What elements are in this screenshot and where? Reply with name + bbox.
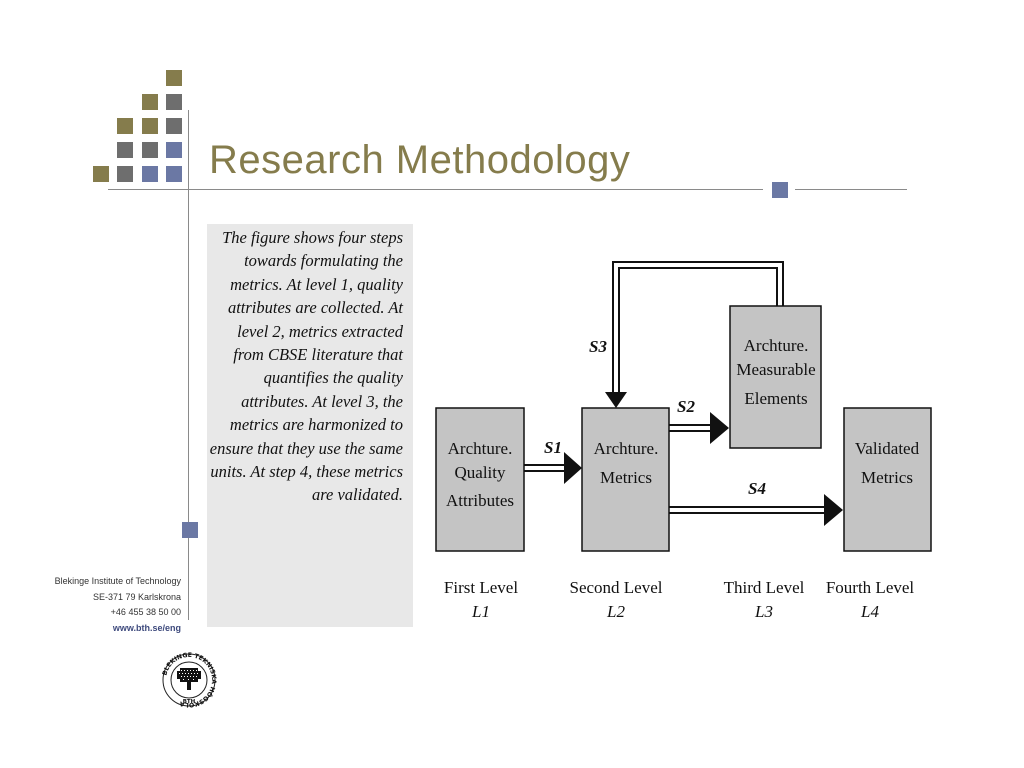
s4-arrowhead — [824, 494, 843, 526]
deco-square — [166, 94, 182, 110]
deco-square — [142, 166, 158, 182]
footer-institution: Blekinge Institute of Technology — [54, 576, 181, 586]
measurable-box-label-line1: Archture. — [744, 336, 809, 355]
deco-square — [142, 118, 158, 134]
deco-square — [142, 94, 158, 110]
deco-square — [117, 142, 133, 158]
title-underline — [108, 189, 763, 190]
deco-square — [117, 118, 133, 134]
level-4-name: Fourth Level — [826, 578, 915, 597]
deco-square — [166, 70, 182, 86]
level-2-code: L2 — [606, 602, 625, 621]
quality-box-label-line3: Attributes — [446, 491, 514, 510]
quality-attributes-box — [435, 407, 525, 552]
measurable-box-label-line2: Measurable — [736, 360, 815, 379]
title-underline-right — [795, 189, 907, 190]
footer-contact: Blekinge Institute of Technology SE-371 … — [55, 574, 181, 636]
logo-abbrev: BTH — [183, 699, 196, 705]
quality-box-label-line2: Quality — [455, 463, 506, 482]
footer-url-link[interactable]: www.bth.se/eng — [112, 622, 181, 633]
deco-square — [166, 142, 182, 158]
level-1-code: L1 — [471, 602, 490, 621]
deco-square — [166, 118, 182, 134]
step-s2-label: S2 — [677, 397, 695, 416]
bth-logo: BLEKINGE TEKNISKA HÖGSKOLA BTH — [161, 652, 217, 708]
quality-box-label-line1: Archture. — [448, 439, 513, 458]
s2-arrowhead — [710, 412, 729, 444]
description-text: The figure shows four steps towards form… — [209, 228, 403, 505]
deco-square — [117, 166, 133, 182]
description-panel: The figure shows four steps towards form… — [207, 224, 413, 627]
metrics-box-label-line2: Metrics — [600, 468, 652, 487]
level-1-name: First Level — [444, 578, 518, 597]
step-s3-label: S3 — [589, 337, 607, 356]
level-2-name: Second Level — [570, 578, 663, 597]
s1-arrowhead — [564, 452, 582, 484]
title-rule-square — [772, 182, 788, 198]
deco-square — [93, 166, 109, 182]
deco-square — [142, 142, 158, 158]
deco-square — [166, 166, 182, 182]
level-4-code: L4 — [860, 602, 879, 621]
measurable-elements-box — [729, 305, 822, 449]
logo-tree-icon — [177, 668, 201, 690]
measurable-box-label-line3: Elements — [744, 389, 807, 408]
metrics-box-label-line1: Archture. — [594, 439, 659, 458]
metrics-box — [581, 407, 670, 552]
s3-arrowhead — [605, 392, 627, 408]
level-3-name: Third Level — [724, 578, 805, 597]
level-3-code: L3 — [754, 602, 773, 621]
logo-outer-ring — [162, 653, 216, 707]
footer-phone: +46 455 38 50 00 — [110, 607, 181, 617]
s3-connector-inner — [614, 263, 782, 392]
divider-square — [182, 522, 198, 538]
step-s4-label: S4 — [748, 479, 766, 498]
page-title: Research Methodology — [209, 138, 631, 182]
step-s1-label: S1 — [544, 438, 562, 457]
validated-metrics-box — [843, 407, 932, 552]
validated-box-label-line1: Validated — [855, 439, 920, 458]
validated-box-label-line2: Metrics — [861, 468, 913, 487]
vertical-divider — [188, 110, 189, 620]
logo-inner-ring — [170, 661, 208, 699]
footer-address: SE-371 79 Karlskrona — [92, 591, 181, 602]
